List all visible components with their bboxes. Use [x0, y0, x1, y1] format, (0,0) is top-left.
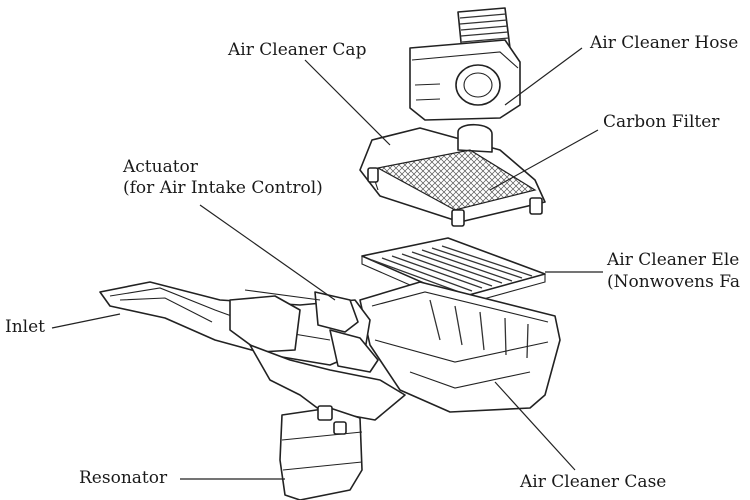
leader-inlet [51, 313, 121, 329]
leader-air-cleaner-case [494, 381, 576, 471]
leader-carbon-filter [489, 129, 599, 191]
label-air-cleaner-case: Air Cleaner Case [520, 472, 667, 492]
leader-actuator [199, 204, 336, 301]
inlet-duct-part [99, 281, 406, 421]
label-air-cleaner-hose: Air Cleaner Hose [590, 33, 739, 53]
label-air-cleaner-element-line1: Air Cleaner Ele [607, 250, 740, 270]
label-actuator-line2: (for Air Intake Control) [123, 178, 323, 198]
label-actuator-line1: Actuator [123, 157, 198, 177]
air-cleaner-cap-part [359, 123, 546, 227]
label-carbon-filter: Carbon Filter [603, 112, 720, 132]
resonator-part [279, 405, 363, 500]
leader-lines [51, 47, 603, 480]
leader-air-cleaner-cap [304, 59, 391, 146]
leader-air-cleaner-hose [504, 47, 583, 106]
air-cleaner-hose-part [409, 7, 521, 121]
label-inlet: Inlet [5, 317, 45, 337]
label-air-cleaner-element-line2: (Nonwovens Fa [607, 272, 740, 292]
air-cleaner-case-part [359, 281, 561, 413]
label-resonator: Resonator [79, 468, 168, 488]
label-air-cleaner-cap: Air Cleaner Cap [228, 40, 367, 60]
